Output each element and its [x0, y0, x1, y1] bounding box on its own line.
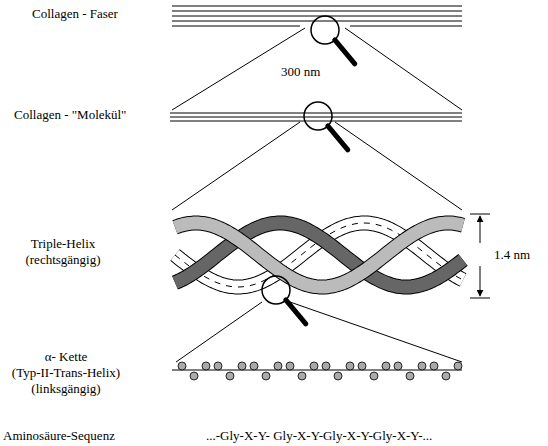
level-label: Triple-Helix (rechtsgängig) [8, 236, 118, 268]
magnifier-lens [304, 102, 332, 130]
amino-acid-bead [358, 362, 366, 370]
amino-acid-bead [310, 362, 318, 370]
amino-acid-bead [238, 362, 246, 370]
zoom-lines [176, 302, 462, 362]
strand-body [175, 223, 463, 287]
level-label: Aminosäure-Sequenz [3, 428, 115, 444]
amino-acid-bead [322, 362, 330, 370]
zoom-lines [172, 28, 462, 110]
amino-acid-bead [298, 372, 306, 380]
length-dimension: 300 nm [281, 64, 320, 80]
amino-acid-bead [262, 372, 270, 380]
amino-acid-bead [418, 362, 426, 370]
amino-acid-bead [454, 362, 462, 370]
magnifier-handle [328, 126, 348, 150]
amino-acid-bead [250, 362, 258, 370]
amino-acid-bead [190, 372, 198, 380]
amino-acid-bead [274, 362, 282, 370]
strand-body [175, 223, 463, 287]
triple-helix [175, 223, 463, 287]
amino-acid-bead [346, 362, 354, 370]
amino-acid-sequence: ...-Gly-X-Y- Gly-X-Y-Gly-X-Y-Gly-X-Y-... [206, 428, 432, 444]
level-label: Collagen - Faser [32, 6, 118, 22]
amino-acid-bead [382, 362, 390, 370]
amino-acid-bead [334, 372, 342, 380]
amino-acid-bead [202, 362, 210, 370]
alpha-chain-axis [172, 370, 462, 371]
strand-hatch [175, 223, 463, 287]
magnifier-lens [311, 16, 339, 44]
dimension-bar [470, 214, 490, 298]
amino-acid-bead [226, 372, 234, 380]
alpha-chain-beads [178, 362, 462, 380]
zoom-lines [172, 122, 462, 210]
amino-acid-bead [442, 372, 450, 380]
magnifier-lens [262, 276, 290, 304]
strand-outline [175, 223, 463, 287]
magnifier-handle [335, 40, 355, 64]
level-label: α- Kette (Typ-II-Trans-Helix) (linksgäng… [2, 349, 130, 397]
level-label: Collagen - "Molekül" [14, 107, 126, 123]
strand-outline [175, 223, 463, 287]
magnifier-handle [286, 300, 306, 324]
amino-acid-bead [370, 372, 378, 380]
amino-acid-bead [430, 362, 438, 370]
amino-acid-bead [286, 362, 294, 370]
fibre-lines [172, 6, 462, 26]
strand-body [175, 223, 463, 287]
diameter-dimension: 1.4 nm [494, 247, 530, 263]
amino-acid-bead [394, 362, 402, 370]
molecule-lines [170, 113, 462, 121]
amino-acid-bead [214, 362, 222, 370]
magnifier-icons [262, 16, 355, 324]
amino-acid-bead [178, 362, 186, 370]
amino-acid-bead [406, 372, 414, 380]
strand-outline [175, 223, 463, 287]
